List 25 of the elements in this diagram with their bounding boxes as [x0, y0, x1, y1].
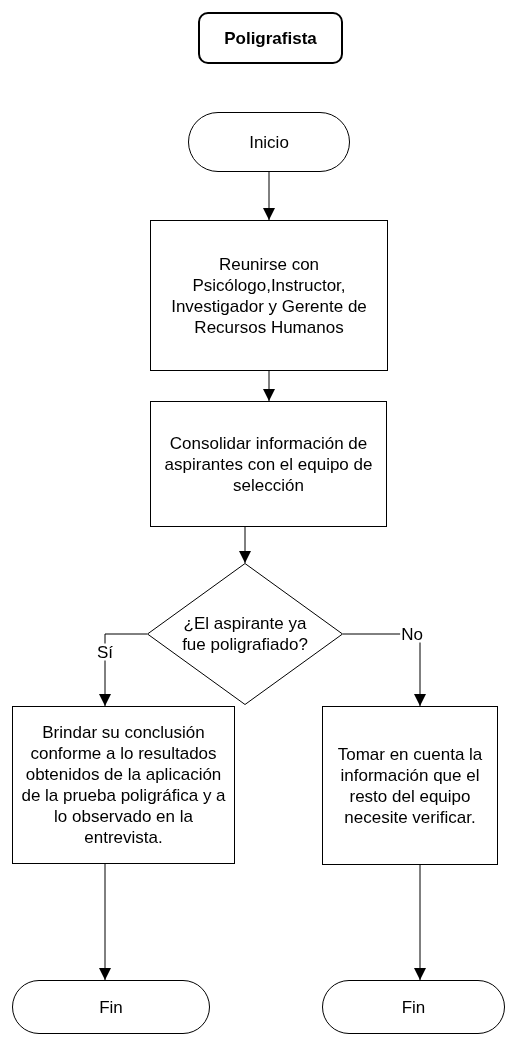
terminal-shape: [322, 980, 505, 1034]
arrow: [263, 171, 275, 221]
node-text: Reunirse con Psicólogo,Instructor, Investigador y Gerente de Recursos Humanos: [170, 253, 368, 338]
node-text: Tomar en cuenta la información que el resto del equipo necesite verificar.: [336, 743, 484, 828]
arrow: [414, 864, 426, 981]
terminal-shape: [12, 980, 210, 1034]
edge-label: No: [400, 625, 424, 643]
arrow: [263, 370, 275, 402]
arrow: [99, 633, 148, 707]
process-box: [150, 401, 387, 527]
node-text: Inicio: [249, 131, 289, 153]
node-text: Fin: [401, 996, 426, 1018]
title-box: [198, 12, 343, 64]
arrow: [239, 526, 251, 564]
arrow: [99, 863, 111, 981]
process-box: [12, 706, 235, 864]
process-box: [322, 706, 498, 865]
node-text: Fin: [99, 996, 123, 1018]
node-text: ¿El aspirante ya fue poligrafiado?: [181, 613, 309, 655]
edge-label: Sí: [95, 643, 115, 661]
terminal-shape: [188, 112, 350, 172]
node-text: Poligrafista: [224, 27, 317, 49]
node-text: Consolidar información de aspirantes con el equipo de selección: [163, 432, 374, 496]
process-box: [150, 220, 388, 371]
node-text: Brindar su conclusión conforme a lo resultados obtenidos de la aplicación de la prueba poligráfica y a lo observado en la entrevista.: [20, 722, 227, 848]
